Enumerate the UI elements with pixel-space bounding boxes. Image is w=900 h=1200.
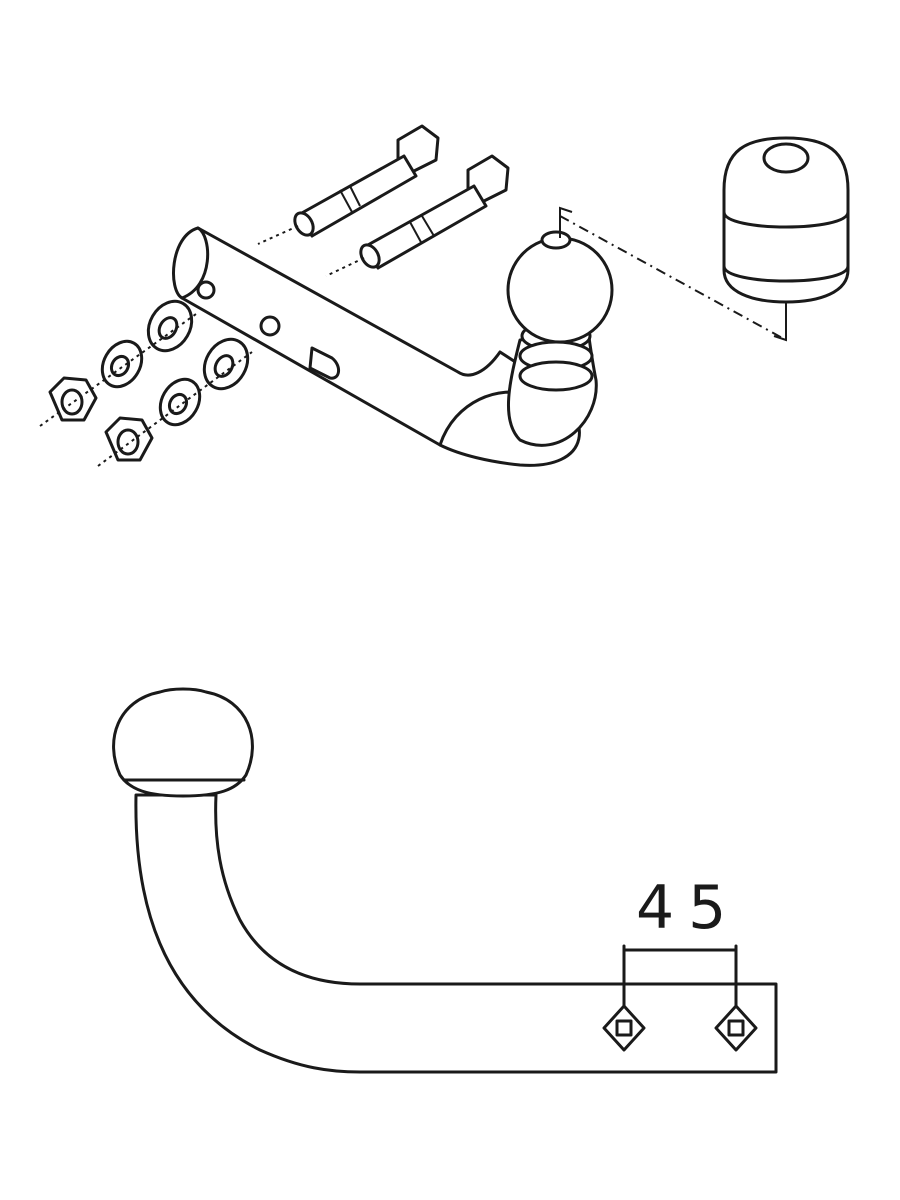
bolt-2: [325, 154, 510, 277]
nut-1: [48, 376, 98, 422]
dimension-value: 45: [636, 873, 740, 943]
side-view-tow-hook: 45: [112, 687, 778, 1074]
washer-1: [146, 299, 194, 353]
ball-cover-cap: [559, 136, 850, 342]
nut-2: [104, 416, 154, 462]
dimension-45: 45: [622, 873, 740, 1008]
washer-2: [100, 339, 144, 389]
tow-ball-top: [506, 230, 614, 447]
washer-4: [158, 377, 202, 427]
exploded-isometric-view: [39, 124, 850, 467]
bolt-1: [257, 124, 440, 245]
bolt-hole-left: [602, 1004, 646, 1052]
hook-outline: [134, 793, 778, 1074]
washer-3: [202, 337, 250, 391]
tow-ball-side: [112, 687, 254, 798]
bolt-hole-right: [714, 1004, 758, 1052]
